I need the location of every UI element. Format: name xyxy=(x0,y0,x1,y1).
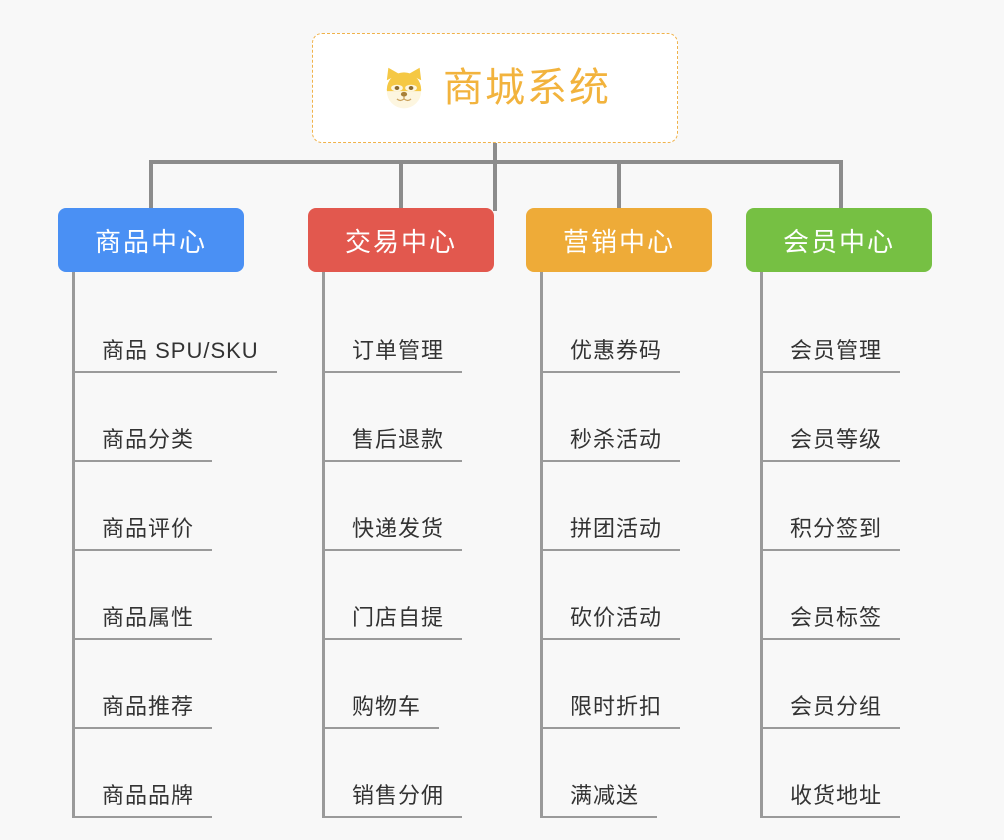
connector-drop-column-2 xyxy=(399,160,403,210)
list-item[interactable]: 商品评价 xyxy=(58,462,244,551)
leaf-label: 会员标签 xyxy=(790,604,883,630)
category-column-trade-center: 交易中心 订单管理 售后退款 快递发货 门店自提 购物车 销售分佣 xyxy=(308,208,494,818)
list-item[interactable]: 售后退款 xyxy=(308,373,494,462)
list-item[interactable]: 会员分组 xyxy=(746,640,932,729)
category-column-member-center: 会员中心 会员管理 会员等级 积分签到 会员标签 会员分组 收货地址 xyxy=(746,208,932,818)
category-header-label: 会员中心 xyxy=(782,226,895,257)
list-item[interactable]: 限时折扣 xyxy=(526,640,712,729)
list-item[interactable]: 优惠券码 xyxy=(526,284,712,373)
list-item[interactable]: 会员管理 xyxy=(746,284,932,373)
list-item[interactable]: 满减送 xyxy=(526,729,712,818)
leaf-label: 商品属性 xyxy=(102,604,195,630)
leaf-label: 商品品牌 xyxy=(102,782,195,808)
list-item[interactable]: 拼团活动 xyxy=(526,462,712,551)
leaf-label: 收货地址 xyxy=(790,782,883,808)
category-column-marketing-center: 营销中心 优惠券码 秒杀活动 拼团活动 砍价活动 限时折扣 满减送 xyxy=(526,208,712,818)
category-column-product-center: 商品中心 商品 SPU/SKU 商品分类 商品评价 商品属性 商品推荐 商品品牌 xyxy=(58,208,277,818)
list-item[interactable]: 收货地址 xyxy=(746,729,932,818)
root-node-title: 商城系统 xyxy=(443,66,611,110)
list-item[interactable]: 购物车 xyxy=(308,640,494,729)
category-header-trade-center[interactable]: 交易中心 xyxy=(308,208,494,272)
leaf-label: 优惠券码 xyxy=(570,337,663,363)
list-item[interactable]: 砍价活动 xyxy=(526,551,712,640)
leaf-label: 商品评价 xyxy=(102,515,195,541)
column-spine xyxy=(322,272,325,818)
connector-drop-column-1 xyxy=(149,160,153,210)
list-item[interactable]: 订单管理 xyxy=(308,284,494,373)
leaf-list: 优惠券码 秒杀活动 拼团活动 砍价活动 限时折扣 满减送 xyxy=(526,272,712,818)
connector-horizontal-bus xyxy=(149,160,843,164)
shiba-dog-face-icon xyxy=(386,67,422,109)
list-item[interactable]: 会员标签 xyxy=(746,551,932,640)
leaf-label: 商品 SPU/SKU xyxy=(102,337,259,363)
leaf-list: 商品 SPU/SKU 商品分类 商品评价 商品属性 商品推荐 商品品牌 xyxy=(58,272,277,818)
category-header-member-center[interactable]: 会员中心 xyxy=(746,208,932,272)
column-spine xyxy=(72,272,75,818)
leaf-label: 门店自提 xyxy=(352,604,445,630)
leaf-list: 会员管理 会员等级 积分签到 会员标签 会员分组 收货地址 xyxy=(746,272,932,818)
category-header-label: 交易中心 xyxy=(344,226,457,257)
leaf-label: 销售分佣 xyxy=(352,782,445,808)
leaf-label: 购物车 xyxy=(352,693,422,719)
list-item[interactable]: 快递发货 xyxy=(308,462,494,551)
list-item[interactable]: 商品分类 xyxy=(58,373,244,462)
column-spine xyxy=(760,272,763,818)
leaf-label: 积分签到 xyxy=(790,515,883,541)
leaf-label: 秒杀活动 xyxy=(570,426,663,452)
list-item[interactable]: 销售分佣 xyxy=(308,729,494,818)
list-item[interactable]: 商品属性 xyxy=(58,551,244,640)
leaf-label: 砍价活动 xyxy=(570,604,663,630)
list-item[interactable]: 秒杀活动 xyxy=(526,373,712,462)
connector-drop-column-3 xyxy=(617,160,621,210)
root-node-shopping-mall-system[interactable]: 商城系统 xyxy=(312,33,678,143)
category-header-product-center[interactable]: 商品中心 xyxy=(58,208,244,272)
category-header-label: 商品中心 xyxy=(94,226,207,257)
leaf-label: 快递发货 xyxy=(352,515,445,541)
category-header-marketing-center[interactable]: 营销中心 xyxy=(526,208,712,272)
leaf-label: 会员等级 xyxy=(790,426,883,452)
category-header-label: 营销中心 xyxy=(562,226,675,257)
connector-drop-column-4 xyxy=(839,160,843,210)
connector-root-drop xyxy=(493,143,497,211)
list-item[interactable]: 商品推荐 xyxy=(58,640,244,729)
list-item[interactable]: 门店自提 xyxy=(308,551,494,640)
leaf-label: 满减送 xyxy=(570,782,640,808)
leaf-label: 售后退款 xyxy=(352,426,445,452)
column-spine xyxy=(540,272,543,818)
leaf-list: 订单管理 售后退款 快递发货 门店自提 购物车 销售分佣 xyxy=(308,272,494,818)
leaf-label: 商品分类 xyxy=(102,426,195,452)
leaf-label: 会员管理 xyxy=(790,337,883,363)
leaf-label: 拼团活动 xyxy=(570,515,663,541)
list-item[interactable]: 商品品牌 xyxy=(58,729,244,818)
leaf-label: 会员分组 xyxy=(790,693,883,719)
list-item[interactable]: 积分签到 xyxy=(746,462,932,551)
leaf-label: 订单管理 xyxy=(352,337,445,363)
leaf-label: 商品推荐 xyxy=(102,693,195,719)
list-item[interactable]: 商品 SPU/SKU xyxy=(58,284,277,373)
list-item[interactable]: 会员等级 xyxy=(746,373,932,462)
leaf-label: 限时折扣 xyxy=(570,693,663,719)
